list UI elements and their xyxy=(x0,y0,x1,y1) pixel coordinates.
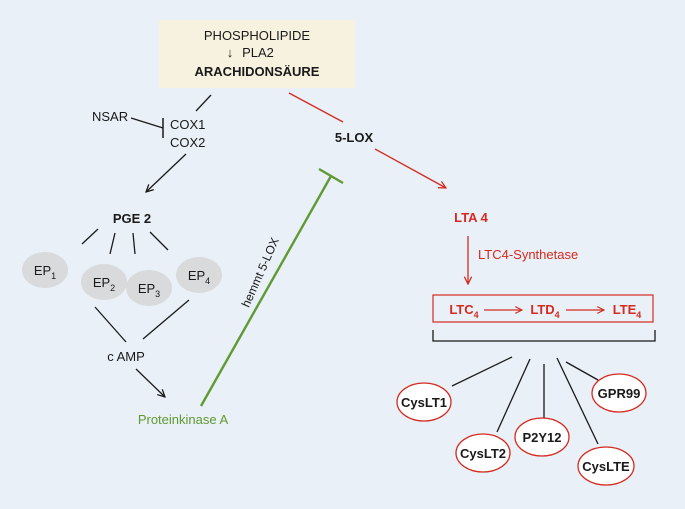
lte4-label: LTE4 xyxy=(613,302,642,320)
ltc4-base: LTC xyxy=(449,302,474,317)
ep1-label: EP1 xyxy=(34,263,56,281)
ep1-sub: 1 xyxy=(51,271,56,281)
pka-inhibit-lox-line xyxy=(199,175,333,407)
bracket-cyslte-line xyxy=(556,357,599,445)
ep4-receptor xyxy=(176,257,222,293)
cyslt2-receptor xyxy=(455,433,511,473)
cox1-label: COX1 xyxy=(170,117,205,132)
pka-label: Proteinkinase A xyxy=(138,412,229,427)
p2y12-receptor xyxy=(514,417,570,457)
cox2-label: COX2 xyxy=(170,135,205,150)
pla2-label: PLA2 xyxy=(242,45,274,60)
ep1-base: EP xyxy=(34,263,51,278)
ep3-label: EP3 xyxy=(138,281,160,299)
gpr99-receptor xyxy=(591,373,647,413)
down-arrow-icon: ↓ xyxy=(227,45,234,60)
leukotriene-box xyxy=(432,294,654,323)
arachidonsaeure-label: ARACHIDONSÄURE xyxy=(195,64,320,79)
5lox-label: 5-LOX xyxy=(335,130,374,145)
cyslt1-label: CysLT1 xyxy=(401,395,447,410)
cyslt2-label: CysLT2 xyxy=(460,446,506,461)
camp-label: c AMP xyxy=(107,349,145,364)
bracket-cyslt1-line xyxy=(451,356,513,387)
pka-inhibit-lox-bar xyxy=(318,167,344,185)
ltc4-sub: 4 xyxy=(474,310,479,320)
ep4-sub: 4 xyxy=(205,276,210,286)
lte4-base: LTE xyxy=(613,302,637,317)
ep1-receptor xyxy=(22,252,68,288)
ep3-sub: 3 xyxy=(155,289,160,299)
ep4-to-camp-line xyxy=(142,299,190,340)
box-to-5lox-line xyxy=(288,92,344,123)
bracket-gpr99-line xyxy=(565,361,599,381)
ep4-label: EP4 xyxy=(188,268,210,286)
cyslt1-receptor xyxy=(396,382,452,422)
ep2-label: EP2 xyxy=(93,275,115,293)
ltc4-synthetase-label: LTC4-Synthetase xyxy=(478,247,578,262)
phospholipide-label: PHOSPHOLIPIDE xyxy=(204,28,311,43)
5lox-to-lta4-arrow xyxy=(374,148,446,188)
receptor-bracket xyxy=(432,330,656,342)
ltd4-label: LTD4 xyxy=(530,302,559,320)
gpr99-label: GPR99 xyxy=(598,386,641,401)
p2y12-label: P2Y12 xyxy=(522,430,561,445)
cyslte-label: CysLTE xyxy=(582,459,630,474)
pge2-ep1-line xyxy=(81,228,99,245)
pge2-ep3-line xyxy=(132,232,136,255)
ep2-base: EP xyxy=(93,275,110,290)
lte4-sub: 4 xyxy=(636,310,641,320)
bracket-cyslt2-line xyxy=(496,358,531,433)
cox-to-pge2-arrow xyxy=(146,153,187,192)
pge2-label: PGE 2 xyxy=(113,211,151,226)
box-to-cox-line xyxy=(195,94,212,112)
cyslte-receptor xyxy=(577,446,635,486)
pge2-ep2-line xyxy=(109,232,116,255)
camp-to-pka-arrow xyxy=(135,368,165,397)
lta4-label: LTA 4 xyxy=(454,210,488,225)
ep3-base: EP xyxy=(138,281,155,296)
ep2-receptor xyxy=(81,264,127,300)
ep3-receptor xyxy=(126,270,172,306)
nsar-label: NSAR xyxy=(92,109,128,124)
ep2-sub: 2 xyxy=(110,283,115,293)
ltc4-label: LTC4 xyxy=(449,302,478,320)
arachidonic-box xyxy=(159,20,355,88)
nsar-inhibit-line xyxy=(130,117,164,129)
ltd4-base: LTD xyxy=(530,302,554,317)
ltd4-sub: 4 xyxy=(555,310,560,320)
pge2-ep4-line xyxy=(149,231,169,251)
ep4-base: EP xyxy=(188,268,205,283)
ep2-to-camp-line xyxy=(94,306,127,343)
